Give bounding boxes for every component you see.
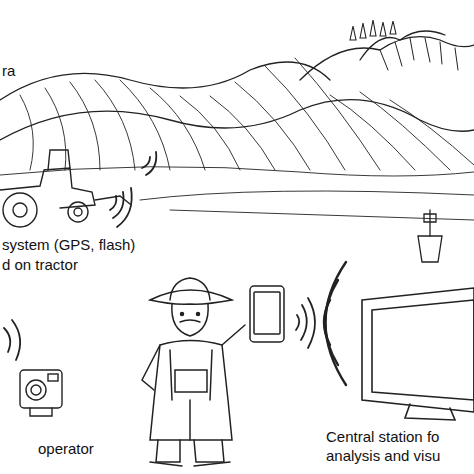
figure-label: d on tractor [2,256,78,273]
figure-label: ra [2,62,15,79]
figure-label: Central station fo [326,428,439,445]
figure-label: system (GPS, flash) [2,236,135,253]
figure-label: operator [38,440,94,457]
figure-label: analysis and visu [326,447,440,464]
